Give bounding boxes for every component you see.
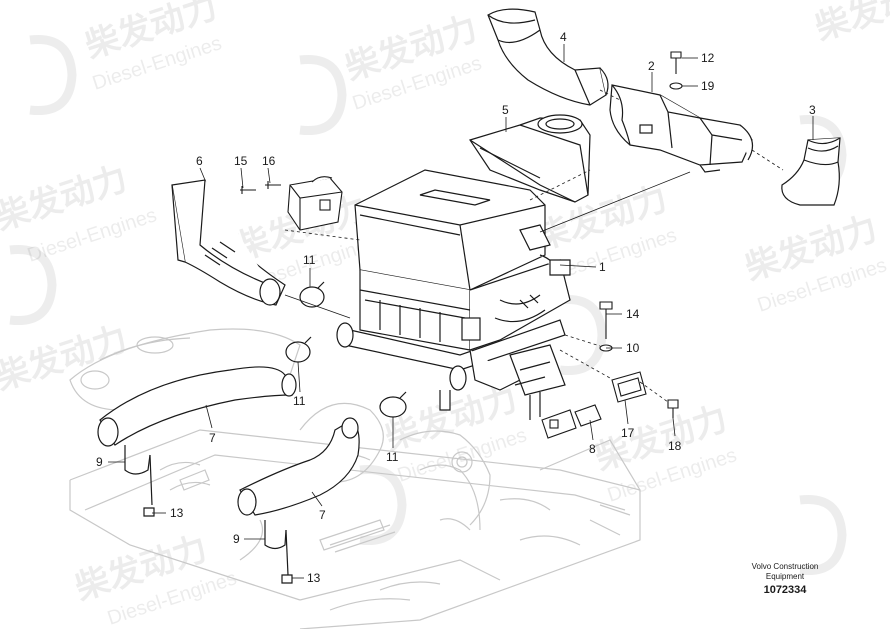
relay-bracket	[240, 176, 343, 231]
callout-5: 5	[502, 103, 509, 117]
heater-unit	[336, 169, 571, 420]
callout-9: 9	[233, 532, 240, 546]
left-duct	[171, 179, 286, 306]
mounting-brackets	[124, 445, 293, 584]
credit-maker: Volvo Construction	[751, 562, 819, 571]
callout-11: 11	[386, 450, 399, 464]
callout-15: 15	[234, 154, 248, 168]
callout-9: 9	[96, 455, 103, 469]
watermark-cn: 柴发动力	[0, 318, 132, 398]
watermark-logo-icon	[9, 34, 847, 576]
hardware-parts	[541, 51, 683, 439]
hose-upper	[97, 366, 297, 447]
air-duct-upper	[487, 8, 609, 106]
callout-17: 17	[621, 426, 635, 440]
callout-13: 13	[170, 506, 184, 520]
callout-7: 7	[209, 431, 216, 445]
intake-duct	[469, 114, 591, 203]
callout-12: 12	[701, 51, 715, 65]
watermark-cn: 柴发动力	[810, 0, 890, 49]
callout-13: 13	[307, 571, 321, 585]
callout-8: 8	[589, 442, 596, 456]
callout-7: 7	[319, 508, 326, 522]
callout-4: 4	[560, 30, 567, 44]
callout-2: 2	[648, 59, 655, 73]
machine-frame-ghost	[69, 328, 641, 629]
air-duct-elbow	[781, 137, 841, 206]
diagram-id: 1072334	[763, 584, 807, 596]
callout-16: 16	[262, 154, 276, 168]
leader-lines	[108, 44, 814, 579]
callout-11: 11	[293, 394, 306, 408]
callout-18: 18	[668, 439, 682, 453]
callout-6: 6	[196, 154, 203, 168]
callout-19: 19	[701, 79, 715, 93]
callout-3: 3	[809, 103, 816, 117]
callout-11: 11	[303, 253, 316, 267]
air-duct-assembly	[609, 84, 754, 173]
callout-14: 14	[626, 307, 640, 321]
callout-10: 10	[626, 341, 640, 355]
credit-maker-sub: Equipment	[765, 572, 805, 581]
callout-1: 1	[599, 260, 606, 274]
hose-lower	[237, 417, 360, 516]
callout-labels: 4 12 2 19 5 3 6 15 16 1 11 14 10 11 11 7…	[96, 30, 816, 585]
